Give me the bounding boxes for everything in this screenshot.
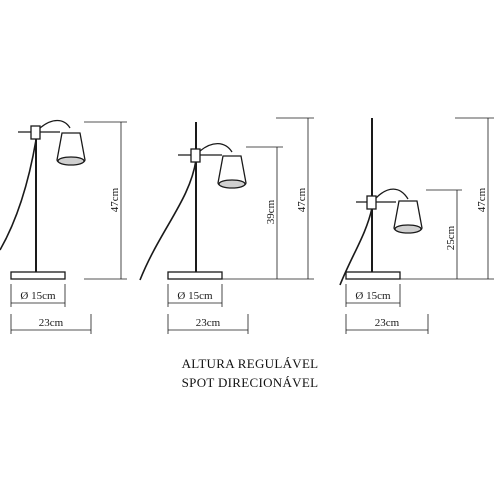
lamp-3 bbox=[339, 117, 494, 334]
lamp-1-width-label: 23cm bbox=[39, 317, 64, 329]
lamp-3-diameter-label: Ø 15cm bbox=[355, 290, 391, 302]
lamp-3-secondary-label: 25cm bbox=[445, 225, 457, 250]
lamp-1 bbox=[0, 119, 127, 334]
lamp-3-width-label: 23cm bbox=[375, 317, 400, 329]
lamp-1-cable bbox=[0, 139, 37, 251]
lamp-2-height-label: 47cm bbox=[296, 187, 308, 212]
caption-directional-spot: SPOT DIRECIONÁVEL bbox=[181, 375, 319, 390]
lamp-2-diameter-label: Ø 15cm bbox=[177, 290, 213, 302]
lamp-2-cable bbox=[139, 159, 197, 281]
lamp-3-height-label: 47cm bbox=[476, 187, 488, 212]
lamp-2-secondary-label: 39cm bbox=[265, 199, 277, 224]
lamp-1-height-label: 47cm bbox=[109, 187, 121, 212]
lamp-1-diameter-label: Ø 15cm bbox=[20, 290, 56, 302]
lamp-1-base bbox=[10, 271, 66, 280]
lamp-2-width-label: 23cm bbox=[196, 317, 221, 329]
lamp-3-cable bbox=[339, 207, 373, 286]
caption-adjustable-height: ALTURA REGULÁVEL bbox=[181, 356, 319, 371]
lamp-2-base bbox=[167, 271, 223, 280]
lamp-2 bbox=[139, 117, 314, 334]
lamp-3-base bbox=[345, 271, 401, 280]
